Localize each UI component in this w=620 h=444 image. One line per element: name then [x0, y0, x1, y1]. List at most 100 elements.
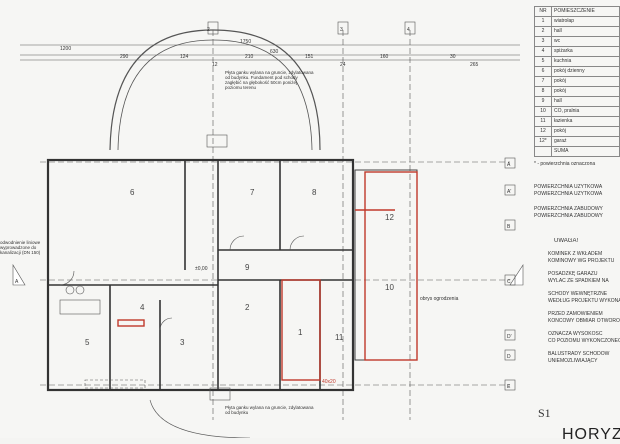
room-name: pokój dzienny — [551, 66, 620, 77]
room-nr: 12* — [534, 136, 552, 147]
room-row: 12*garaż — [534, 136, 620, 147]
room-name: garaż — [551, 136, 620, 147]
room-nr: 7 — [534, 76, 552, 87]
note-line: WYLAĆ ZE SPADKIEM NA — [548, 278, 609, 284]
room-nr: 6 — [534, 66, 552, 77]
red-garage-outline — [117, 171, 418, 381]
note-line: CO POZIOMU WYKOŃCZONEGO — [548, 338, 620, 344]
note-line: UNIEMOŻLIWIAJĄCY — [548, 358, 598, 364]
room-name: wc — [551, 36, 620, 47]
room-name: kuchnia — [551, 56, 620, 67]
note-line: KOMINOWY WG PROJEKTU — [548, 258, 615, 264]
room-label: 12 — [385, 213, 394, 222]
note-line: WEDŁUG PROJEKTU WYKONAWCY — [548, 298, 620, 304]
room-nr: 10 — [534, 106, 552, 117]
col-header-nr: NR — [534, 6, 552, 17]
area-line: POWIERZCHNIA ZABUDOWY — [534, 213, 603, 219]
note-line: POSADZKĘ GARAŻU — [548, 271, 598, 277]
drawing-title: HORYZ — [562, 426, 620, 443]
axis-row: A' — [507, 189, 511, 195]
dashed-label: obrys ogrodzenia — [420, 296, 459, 302]
axis-col-3: 3 — [340, 27, 343, 33]
level-mark: ±0,00 — [195, 266, 208, 272]
axis-row: C — [507, 279, 511, 285]
room-row: SUMA — [534, 146, 620, 157]
room-label: 10 — [385, 283, 394, 292]
red-label: 40x20 — [322, 379, 336, 385]
room-label: 4 — [140, 303, 145, 312]
axis-row: E — [507, 384, 511, 390]
room-nr: 2 — [534, 26, 552, 37]
room-name: hall — [551, 96, 620, 107]
col-header-name: POMIESZCZENIE — [551, 6, 620, 17]
room-label: 2 — [245, 303, 250, 312]
room-nr — [534, 146, 552, 157]
note-line: BALUSTRADY SCHODÓW — [548, 351, 610, 357]
dimension: 1750 — [240, 39, 251, 45]
annotation-bottom: Płyta ganku wylana na gruncie, zdylatowa… — [225, 405, 314, 415]
dimension: 265 — [470, 62, 479, 68]
annotation-left: odwodnienie liniowe wyprowadzone do kana… — [0, 240, 41, 255]
floor-plan-drawing: 2 3 4 A A' B C D' D E 1750 6 30 290 124 2… — [0, 21, 524, 438]
dimension: 30 — [450, 54, 456, 60]
footnote: * - powierzchnia oznaczona — [534, 161, 596, 167]
axis-row: A — [507, 162, 511, 168]
room-nr: 9 — [534, 96, 552, 107]
section-mark: A — [15, 279, 19, 285]
room-name: wiatrołap — [551, 16, 620, 27]
room-nr: 11 — [534, 116, 552, 127]
room-name: SUMA — [551, 146, 620, 157]
room-name: hall — [551, 26, 620, 37]
area-line: POWIERZCHNIA UŻYTKOWA — [534, 184, 603, 190]
room-nr: 3 — [534, 36, 552, 47]
area-line: POWIERZCHNIA ZABUDOWY — [534, 206, 603, 212]
dimension: 160 — [380, 54, 389, 60]
sheet-number: S1 — [538, 406, 551, 420]
room-label: 1 — [298, 328, 303, 337]
note-line: KOŃCOWY OBMIAR OTWORÓW — [548, 318, 620, 324]
axis-col-2: 2 — [207, 27, 210, 33]
axis-row: D' — [507, 334, 512, 340]
room-label: 6 — [130, 188, 135, 197]
room-name: pokój — [551, 86, 620, 97]
room-name: pokój — [551, 76, 620, 87]
room-name: CO, pralnia — [551, 106, 620, 117]
room-label: 11 — [335, 333, 344, 342]
note-line: OZNACZA WYSOKOŚĆ — [548, 331, 603, 337]
dimension: 1200 — [60, 46, 71, 52]
note-line: SCHODY WEWNĘTRZNE — [548, 291, 608, 297]
room-name: łazienka — [551, 116, 620, 127]
axis-row: D — [507, 354, 511, 360]
axis-row: B — [507, 224, 511, 230]
annotation-top: Płyta ganku wylana na gruncie, zdylatowa… — [225, 70, 314, 90]
room-label: 5 — [85, 338, 90, 347]
room-nr: 8 — [534, 86, 552, 97]
notes-title: UWAGA! — [554, 238, 579, 244]
area-line: POWIERZCHNIA UŻYTKOWA — [534, 191, 603, 197]
note-line: PRZED ZAMÓWIENIEM — [548, 311, 603, 317]
dimension: 290 — [120, 54, 129, 60]
room-label: 8 — [312, 188, 317, 197]
room-label: 7 — [250, 188, 255, 197]
room-name: spiżarka — [551, 46, 620, 57]
dimension: 151 — [305, 54, 314, 60]
room-label: 3 — [180, 338, 185, 347]
room-nr: 5 — [534, 56, 552, 67]
room-nr: 4 — [534, 46, 552, 57]
dimension: 124 — [180, 54, 189, 60]
room-name: pokój — [551, 126, 620, 137]
